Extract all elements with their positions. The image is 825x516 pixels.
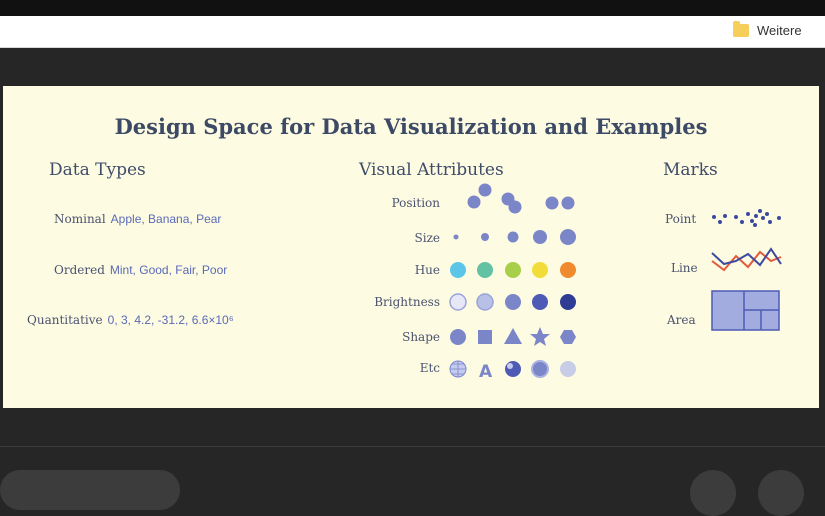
attribute-label-hue: Hue xyxy=(414,263,440,277)
data-type-row: Quantitative 0, 3, 4.2, -31.2, 6.6×10⁶ xyxy=(27,313,234,327)
divider xyxy=(0,446,825,447)
folder-icon xyxy=(733,20,749,37)
shape-star xyxy=(530,327,550,346)
size-dot xyxy=(533,230,547,244)
bookmarks-bar: Weitere xyxy=(0,16,825,48)
attribute-label-size: Size xyxy=(414,231,440,245)
mark-label-area: Area xyxy=(667,313,696,327)
marks-samples xyxy=(711,209,782,331)
brightness-dot xyxy=(532,294,548,310)
hue-dot xyxy=(505,262,521,278)
data-type-label: Ordered xyxy=(54,263,105,277)
shape-hexagon xyxy=(560,330,576,344)
area-mark-sample xyxy=(711,290,780,331)
mark-label-line: Line xyxy=(671,261,698,275)
etc-outlined-dot xyxy=(531,360,549,378)
etc-blurred-dot xyxy=(560,361,576,377)
data-types-heading: Data Types xyxy=(49,160,146,180)
size-dot xyxy=(453,234,459,240)
line-mark-sample xyxy=(711,247,782,272)
brightness-dot xyxy=(505,294,521,310)
mark-label-point: Point xyxy=(665,212,697,226)
size-dot xyxy=(560,229,576,245)
hue-dot xyxy=(560,262,576,278)
slide-title: Design Space for Data Visualization and … xyxy=(114,114,708,139)
data-type-row: Ordered Mint, Good, Fair, Poor xyxy=(54,263,227,277)
etc-samples: A xyxy=(449,360,576,382)
brightness-dot xyxy=(476,293,494,311)
bookmark-folder-label: Weitere xyxy=(757,22,802,38)
data-type-label: Nominal xyxy=(54,212,106,226)
attribute-label-shape: Shape xyxy=(402,330,440,344)
hue-dot xyxy=(450,262,466,278)
hue-dot xyxy=(532,262,548,278)
shape-triangle xyxy=(504,328,522,344)
bottom-round-button[interactable] xyxy=(690,470,736,516)
etc-letter-a: A xyxy=(479,362,493,382)
shape-circle xyxy=(450,329,466,345)
bottom-round-button[interactable] xyxy=(758,470,804,516)
data-type-examples: Apple, Banana, Pear xyxy=(110,212,222,226)
point-mark-sample xyxy=(712,209,781,227)
brightness-dot xyxy=(449,293,467,311)
bottom-panel-pill xyxy=(0,470,180,510)
marks-heading: Marks xyxy=(663,160,718,180)
position-dot xyxy=(561,196,575,210)
slide-image: Design Space for Data Visualization and … xyxy=(3,86,819,408)
hue-dot xyxy=(477,262,493,278)
bookmark-folder-weitere[interactable]: Weitere xyxy=(733,15,802,45)
data-type-examples: Mint, Good, Fair, Poor xyxy=(109,263,228,277)
data-type-label: Quantitative xyxy=(27,313,103,327)
size-dot xyxy=(481,233,489,241)
position-dot xyxy=(467,195,481,209)
data-type-examples: 0, 3, 4.2, -31.2, 6.6×10⁶ xyxy=(107,313,234,327)
browser-top-bar xyxy=(0,0,825,16)
position-dot xyxy=(478,183,492,197)
attribute-label-brightness: Brightness xyxy=(374,295,440,309)
attribute-label-position: Position xyxy=(391,196,440,210)
visual-attributes-heading: Visual Attributes xyxy=(359,160,504,180)
data-type-row: Nominal Apple, Banana, Pear xyxy=(54,212,221,226)
position-dot xyxy=(545,196,559,210)
shape-square xyxy=(478,330,492,344)
position-dot xyxy=(508,200,522,214)
size-dot xyxy=(507,231,519,243)
brightness-dot xyxy=(560,294,576,310)
attribute-label-etc: Etc xyxy=(419,361,440,375)
visual-attribute-samples: A xyxy=(449,183,576,382)
